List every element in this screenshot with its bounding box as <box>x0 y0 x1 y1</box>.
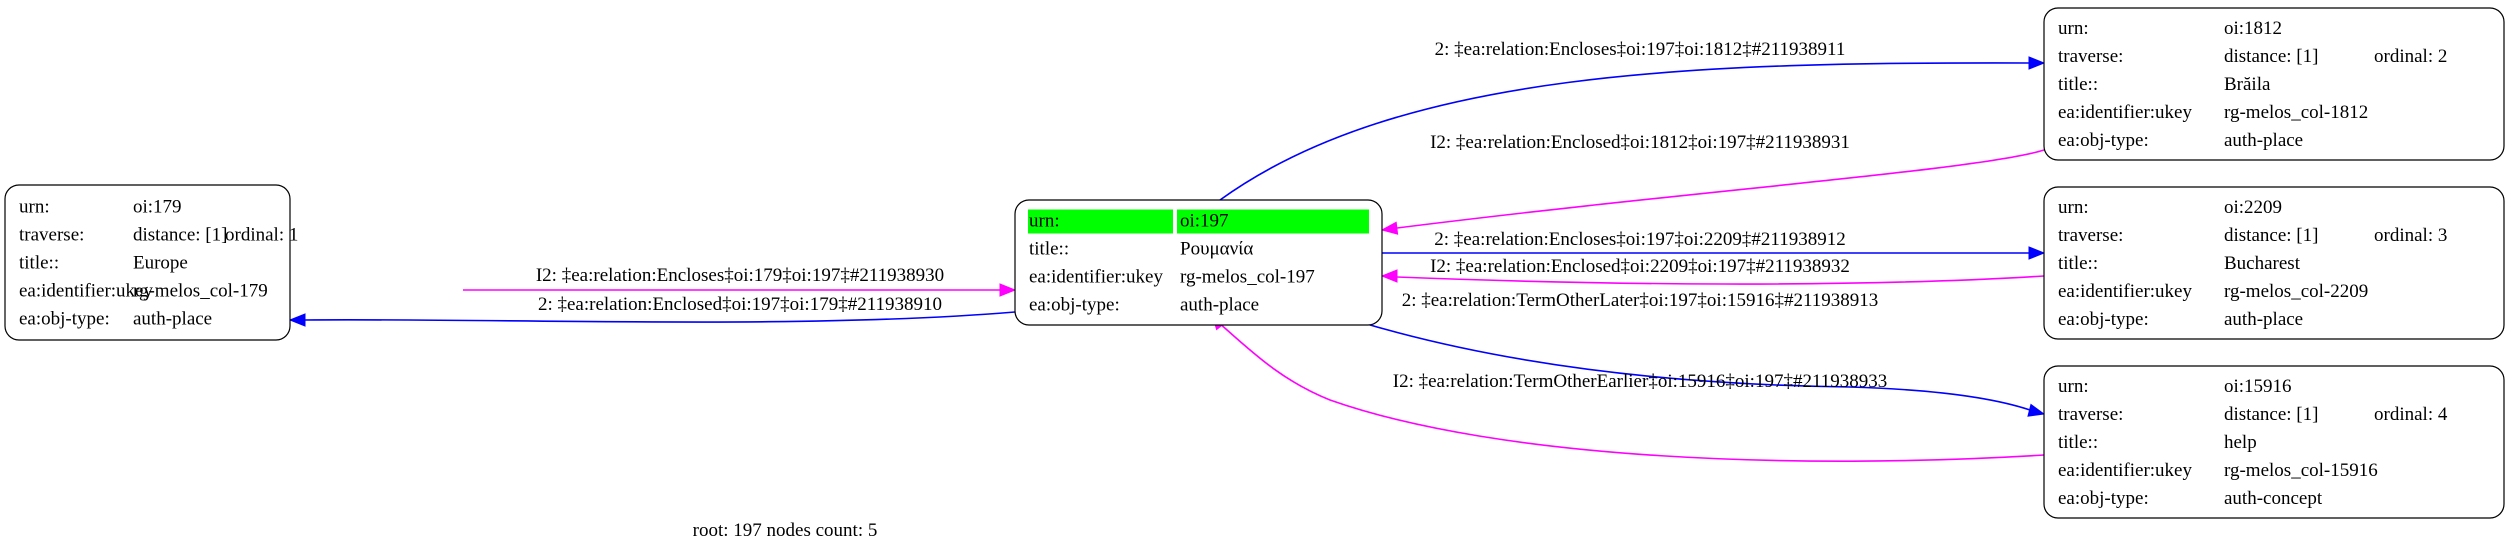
node-box <box>2043 186 2505 340</box>
row-value: rg-melos_col-15916 <box>2224 460 2378 481</box>
row-value: rg-melos_col-2209 <box>2224 281 2368 302</box>
row-value: distance: [1] <box>2224 404 2318 425</box>
row-ordinal: ordinal: 4 <box>2374 404 2448 425</box>
node-box <box>4 184 291 341</box>
edge-inverse[interactable]: I2: ‡ea:relation:Enclosed‡oi:2209‡oi:197… <box>1380 256 2045 285</box>
row-value: oi:2209 <box>2224 197 2282 218</box>
row-key: ea:obj-type: <box>1029 295 1120 316</box>
row-key: urn: <box>2058 18 2089 39</box>
highlight-cell <box>1177 209 1369 234</box>
row-value: auth-place <box>2224 309 2303 330</box>
edge-line <box>1396 275 2045 285</box>
row-value: oi:179 <box>133 197 182 218</box>
edge-line <box>1396 149 2045 229</box>
row-key: ea:obj-type: <box>2058 130 2149 151</box>
row-key: traverse: <box>2058 404 2123 425</box>
arrowhead-icon <box>2027 403 2046 417</box>
edge-inverse[interactable]: I2: ‡ea:relation:Enclosed‡oi:1812‡oi:197… <box>1380 132 2045 235</box>
row-value: distance: [1] <box>2224 46 2318 67</box>
row-value: auth-place <box>133 309 212 330</box>
edge-label: I2: ‡ea:relation:TermOtherEarlier‡oi:159… <box>1393 371 1887 392</box>
edge-label: 2: ‡ea:relation:Enclosed‡oi:197‡oi:179‡#… <box>538 294 942 315</box>
node-1812[interactable]: urn: oi:1812 traverse: distance: [1] ordinal… <box>2043 7 2505 161</box>
row-key: ea:obj-type: <box>2058 309 2149 330</box>
edge-line <box>1321 309 2031 411</box>
row-value: oi:197 <box>1180 211 1229 232</box>
edge-forward[interactable]: 2: ‡ea:relation:Encloses‡oi:197‡oi:1812‡… <box>1219 39 2046 201</box>
row-value: oi:15916 <box>2224 376 2292 397</box>
row-key: title:: <box>19 253 59 274</box>
row-value: Ρουμανία <box>1180 239 1253 260</box>
row-key: ea:identifier:ukey <box>1029 267 1163 288</box>
row-key: urn: <box>19 197 50 218</box>
row-ordinal: ordinal: 3 <box>2374 225 2447 246</box>
row-key: ea:identifier:ukey <box>2058 102 2192 123</box>
node-197[interactable]: urn: oi:197title::Ρουμανίαea:identifier:u… <box>1014 199 1383 326</box>
arrowhead-icon <box>1380 269 1398 283</box>
node-box <box>2043 7 2505 161</box>
row-key: ea:identifier:ukey <box>2058 460 2192 481</box>
row-key: title:: <box>2058 74 2098 95</box>
row-value: help <box>2224 432 2257 453</box>
row-value: rg-melos_col-179 <box>133 281 268 302</box>
edge-label: 2: ‡ea:relation:Encloses‡oi:197‡oi:2209‡… <box>1434 229 1845 250</box>
row-value: Europe <box>133 253 188 274</box>
edge-label: 2: ‡ea:relation:Encloses‡oi:197‡oi:1812‡… <box>1435 39 1846 60</box>
row-key: traverse: <box>2058 46 2123 67</box>
row-value: auth-concept <box>2224 488 2323 509</box>
edge-label: 2: ‡ea:relation:TermOtherLater‡oi:197‡oi… <box>1402 290 1879 311</box>
arrowhead-icon <box>2028 246 2046 260</box>
row-key: ea:obj-type: <box>19 309 110 330</box>
node-179[interactable]: urn: oi:179 traverse: distance: [1]ordinal:… <box>4 184 298 341</box>
edge-forward[interactable]: 2: ‡ea:relation:Encloses‡oi:197‡oi:2209‡… <box>1382 229 2046 260</box>
graph-footer: root: 197 nodes count: 5 <box>693 520 878 541</box>
node-box <box>2043 365 2505 519</box>
row-key: ea:identifier:ukey <box>19 281 153 302</box>
row-value: oi:1812 <box>2224 18 2282 39</box>
row-value: Brăila <box>2224 74 2271 95</box>
row-value: rg-melos_col-197 <box>1180 267 1315 288</box>
row-ordinal: ordinal: 1 <box>225 225 298 246</box>
row-key: urn: <box>1029 211 1060 232</box>
edge-line <box>1217 321 2045 462</box>
edge-label: I2: ‡ea:relation:Encloses‡oi:179‡oi:197‡… <box>536 265 944 286</box>
arrowhead-icon <box>288 313 306 327</box>
row-key: title:: <box>2058 432 2098 453</box>
edge-label: I2: ‡ea:relation:Enclosed‡oi:2209‡oi:197… <box>1430 256 1850 277</box>
edge-line <box>1219 62 2031 201</box>
edges-layer: I2: ‡ea:relation:Encloses‡oi:179‡oi:197‡… <box>288 39 2046 462</box>
highlight-cell <box>1028 209 1173 234</box>
edge-forward[interactable]: 2: ‡ea:relation:Enclosed‡oi:197‡oi:179‡#… <box>288 294 1016 327</box>
edge-forward[interactable]: 2: ‡ea:relation:TermOtherLater‡oi:197‡oi… <box>1321 290 2046 417</box>
edge-inverse[interactable]: I2: ‡ea:relation:TermOtherEarlier‡oi:159… <box>1211 312 2045 462</box>
row-key: title:: <box>1029 239 1069 260</box>
row-ordinal: ordinal: 2 <box>2374 46 2447 67</box>
edge-inverse[interactable]: I2: ‡ea:relation:Encloses‡oi:179‡oi:197‡… <box>463 265 1017 297</box>
arrowhead-icon <box>999 283 1017 297</box>
node-15916[interactable]: urn: oi:15916 traverse: distance: [1] ordina… <box>2043 365 2505 519</box>
row-value: rg-melos_col-1812 <box>2224 102 2368 123</box>
row-value: auth-place <box>1180 295 1259 316</box>
edge-line <box>304 311 1016 323</box>
edge-label: I2: ‡ea:relation:Enclosed‡oi:1812‡oi:197… <box>1430 132 1850 153</box>
row-key: title:: <box>2058 253 2098 274</box>
row-key: traverse: <box>19 225 84 246</box>
row-value: distance: [1] <box>2224 225 2318 246</box>
row-value: Bucharest <box>2224 253 2301 274</box>
row-value: distance: [1] <box>133 225 227 246</box>
row-key: urn: <box>2058 197 2089 218</box>
arrowhead-icon <box>1380 221 1399 235</box>
row-key: traverse: <box>2058 225 2123 246</box>
row-key: urn: <box>2058 376 2089 397</box>
arrowhead-icon <box>2028 56 2046 70</box>
row-value: auth-place <box>2224 130 2303 151</box>
node-2209[interactable]: urn: oi:2209 traverse: distance: [1] ordinal… <box>2043 186 2505 340</box>
row-key: ea:identifier:ukey <box>2058 281 2192 302</box>
row-key: ea:obj-type: <box>2058 488 2149 509</box>
